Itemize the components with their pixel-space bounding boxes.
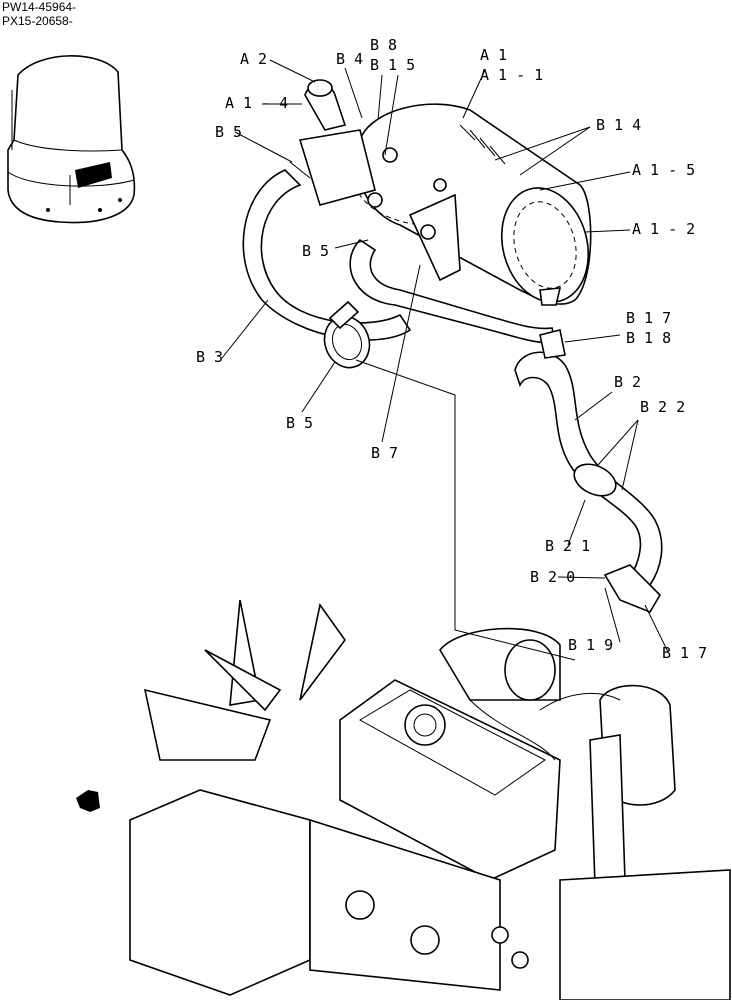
leader-lines [221,59,669,661]
callout-b21: B 2 1 [545,537,590,555]
callout-b17-low: B 1 7 [662,644,707,662]
callout-b3: B 3 [196,348,223,366]
engine [129,599,731,1000]
air-cleaner [298,79,592,306]
callout-labels: A 2 B 4 B 8 B 1 5 A 1 A 1 - 1 A 1 - 4 B … [196,36,707,662]
drawing-ref-2: PX15-20658- [2,14,73,28]
machine-locator-icon [7,55,136,224]
callout-b5-low: B 5 [286,414,313,432]
callout-b17-top: B 1 7 [626,309,671,327]
callout-b4: B 4 [336,50,363,68]
callout-b15: B 1 5 [370,56,415,74]
hose-b3 [242,161,412,341]
callout-b14: B 1 4 [596,116,641,134]
clamp-b5 [323,300,371,369]
callout-a2: A 2 [240,50,267,68]
callout-b5-top: B 5 [215,123,242,141]
callout-b22: B 2 2 [640,398,685,416]
callout-b18: B 1 8 [626,329,671,347]
callout-a1-1: A 1 - 1 [480,66,543,84]
callout-b19: B 1 9 [568,636,613,654]
callout-b5-mid: B 5 [302,242,329,260]
drawing-ref-1: PW14-45964- [2,0,77,14]
callout-b2: B 2 [614,373,641,391]
direction-arrow-icon [76,790,100,812]
callout-a1-5: A 1 - 5 [632,161,695,179]
callout-b8: B 8 [370,36,397,54]
callout-a1-4: A 1 - 4 [225,94,288,112]
callout-b7: B 7 [371,444,398,462]
callout-a1-2: A 1 - 2 [632,220,695,238]
callout-b20: B 2 0 [530,568,575,586]
callout-a1: A 1 [480,46,507,64]
hose-b2 [514,329,663,613]
